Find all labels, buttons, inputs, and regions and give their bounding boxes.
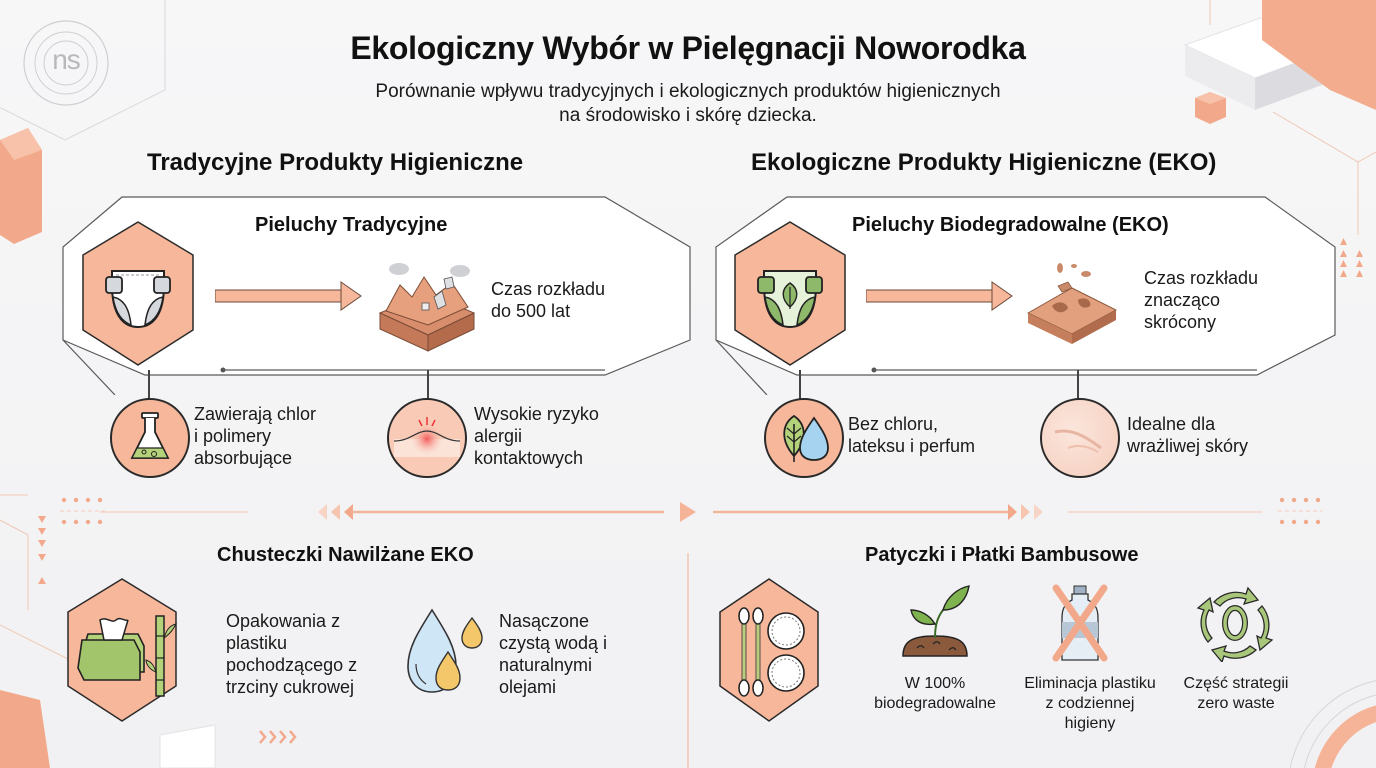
no-plastic-bottle-icon: [1052, 584, 1108, 662]
page-title: Ekologiczny Wybór w Pielęgnacji Noworodk…: [350, 30, 1026, 66]
subtitle-line-2: na środowisko i skórę dziecka.: [559, 105, 817, 126]
connector-line: [799, 370, 801, 400]
connector-line: [1077, 370, 1079, 400]
connector-line: [427, 370, 429, 400]
skin-irritation-icon: [387, 398, 467, 478]
wipes-ingredients-text: Nasączone czystą wodą i naturalnymi olej…: [499, 611, 608, 697]
arrow-right-icon: [866, 281, 1013, 311]
eco-diaper-icon: [734, 221, 846, 366]
chemical-flask-icon: [110, 398, 190, 478]
landfill-icon: [378, 263, 476, 352]
page-subtitle: Porównanie wpływu tradycyjnych i ekologi…: [0, 80, 1376, 128]
panel-title: Pieluchy Biodegradowalne (EKO): [852, 214, 1169, 236]
eco-result-text: Czas rozkładu znacząco skrócony: [1144, 268, 1259, 332]
connector-line: [148, 370, 150, 400]
cotton-buds-pads-icon: [719, 578, 819, 722]
feature-text: Wysokie ryzyko alergii kontaktowych: [474, 404, 599, 468]
wipes-bamboo-icon: [67, 578, 177, 722]
diaper-icon: [82, 221, 194, 366]
traditional-heading: Tradycyjne Produkty Higieniczne: [147, 149, 524, 176]
logo-text: ns: [52, 44, 81, 75]
arrow-right-icon: [215, 281, 362, 311]
sprout-icon: [902, 585, 970, 657]
feature-text: Idealne dla wrażliwej skóry: [1127, 414, 1249, 456]
no-plastic-text: Eliminacja plastiku z codziennej higieny: [1024, 675, 1156, 732]
zero-waste-cycle-icon: [1196, 586, 1274, 662]
biodegradable-text: W 100% biodegradowalne: [874, 675, 996, 712]
zero-waste-text: Część strategii zero waste: [1183, 675, 1289, 712]
bamboo-title: Patyczki i Płatki Bambusowe: [865, 544, 1139, 566]
panel-title: Pieluchy Tradycyjne: [255, 214, 448, 236]
leaf-drop-icon: [764, 398, 844, 478]
traditional-result-text: Czas rozkładu do 500 lat: [491, 279, 606, 321]
feature-text: Zawierają chlor i polimery absorbujące: [194, 404, 317, 468]
panel-frame: [715, 196, 1336, 395]
panel-frame: [62, 196, 691, 395]
logo: ns: [21, 18, 111, 108]
feature-text: Bez chloru, lateksu i perfum: [848, 414, 976, 456]
water-oil-drops-icon: [407, 608, 483, 693]
subtitle-line-1: Porównanie wpływu tradycyjnych i ekologi…: [375, 81, 1001, 102]
soil-decompose-icon: [1026, 263, 1118, 344]
wipes-packaging-text: Opakowania z plastiku pochodzącego z trz…: [226, 611, 358, 697]
traditional-diaper-panel: Pieluchy Tradycyjne: [60, 195, 700, 395]
soft-skin-icon: [1040, 398, 1120, 478]
eco-heading: Ekologiczne Produkty Higieniczne (EKO): [751, 149, 1217, 176]
eco-diaper-panel: Pieluchy Biodegradowalne (EKO): [712, 195, 1352, 395]
wipes-title: Chusteczki Nawilżane EKO: [217, 544, 474, 566]
logo-badge-icon: [23, 20, 109, 106]
